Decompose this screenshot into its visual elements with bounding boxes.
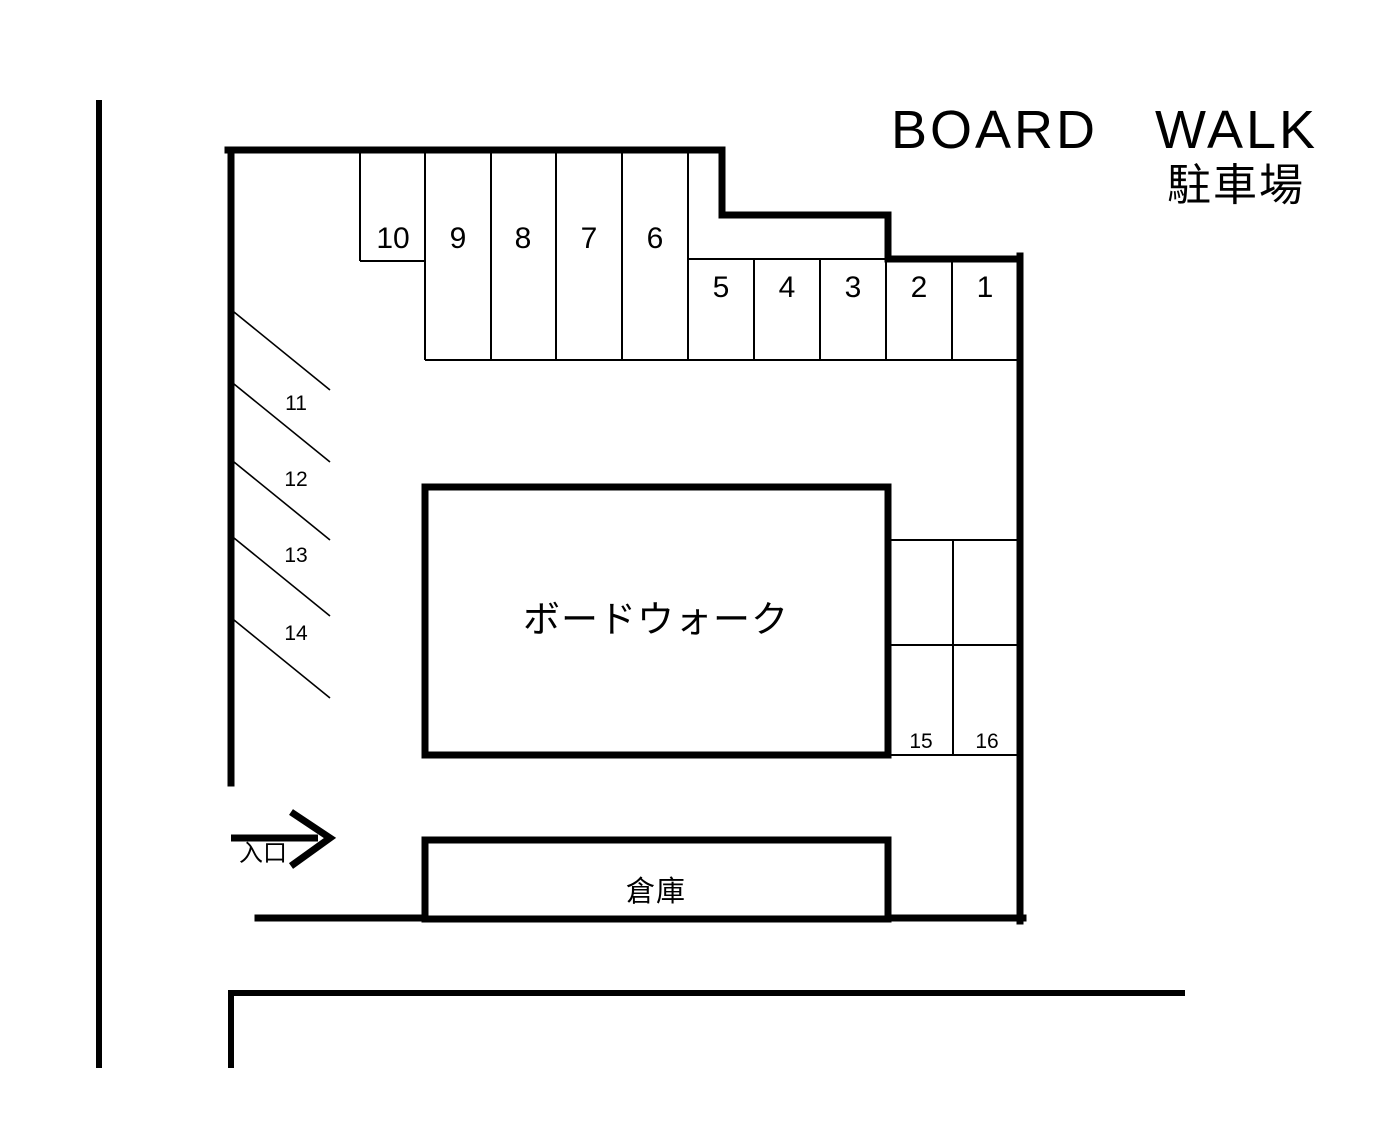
stall-label-6: 6: [647, 222, 664, 255]
page-subtitle: 駐車場: [1167, 160, 1305, 211]
stall-label-4: 4: [779, 271, 796, 304]
stall-label-13: 13: [284, 544, 307, 567]
stall-label-16: 16: [975, 730, 998, 753]
page-title: BOARD WALK: [891, 100, 1318, 160]
stall-diagonal-line-0: [233, 311, 331, 391]
stall-label-1: 1: [977, 271, 994, 304]
stall-label-12: 12: [284, 468, 307, 491]
arrow-right-icon: [288, 809, 337, 869]
stall-diagonal-line-2: [233, 461, 331, 541]
stall-label-2: 2: [911, 271, 928, 304]
lot-wall-top-stepped: [224, 146, 1024, 263]
building-label: ボードウォーク: [523, 598, 789, 641]
storehouse-label: 倉庫: [626, 874, 686, 908]
stall-label-9: 9: [450, 222, 467, 255]
entrance-label: 入口: [239, 839, 287, 867]
stall-diagonal-line-1: [233, 383, 331, 463]
stall-label-10: 10: [376, 222, 409, 255]
stall-label-14: 14: [284, 622, 308, 645]
stall-label-8: 8: [515, 222, 532, 255]
building-boardwalk: [421, 483, 892, 759]
building-storehouse: [421, 836, 892, 923]
stall-label-15: 15: [909, 730, 932, 753]
stall-label-11: 11: [285, 392, 307, 415]
stall-label-7: 7: [581, 222, 598, 255]
stall-label-3: 3: [845, 271, 862, 304]
stall-diagonal-line-3: [233, 537, 331, 617]
stall-label-5: 5: [713, 271, 730, 304]
stall-diagonal-line-4: [233, 619, 331, 699]
street-bottom-line: [228, 990, 1185, 1068]
